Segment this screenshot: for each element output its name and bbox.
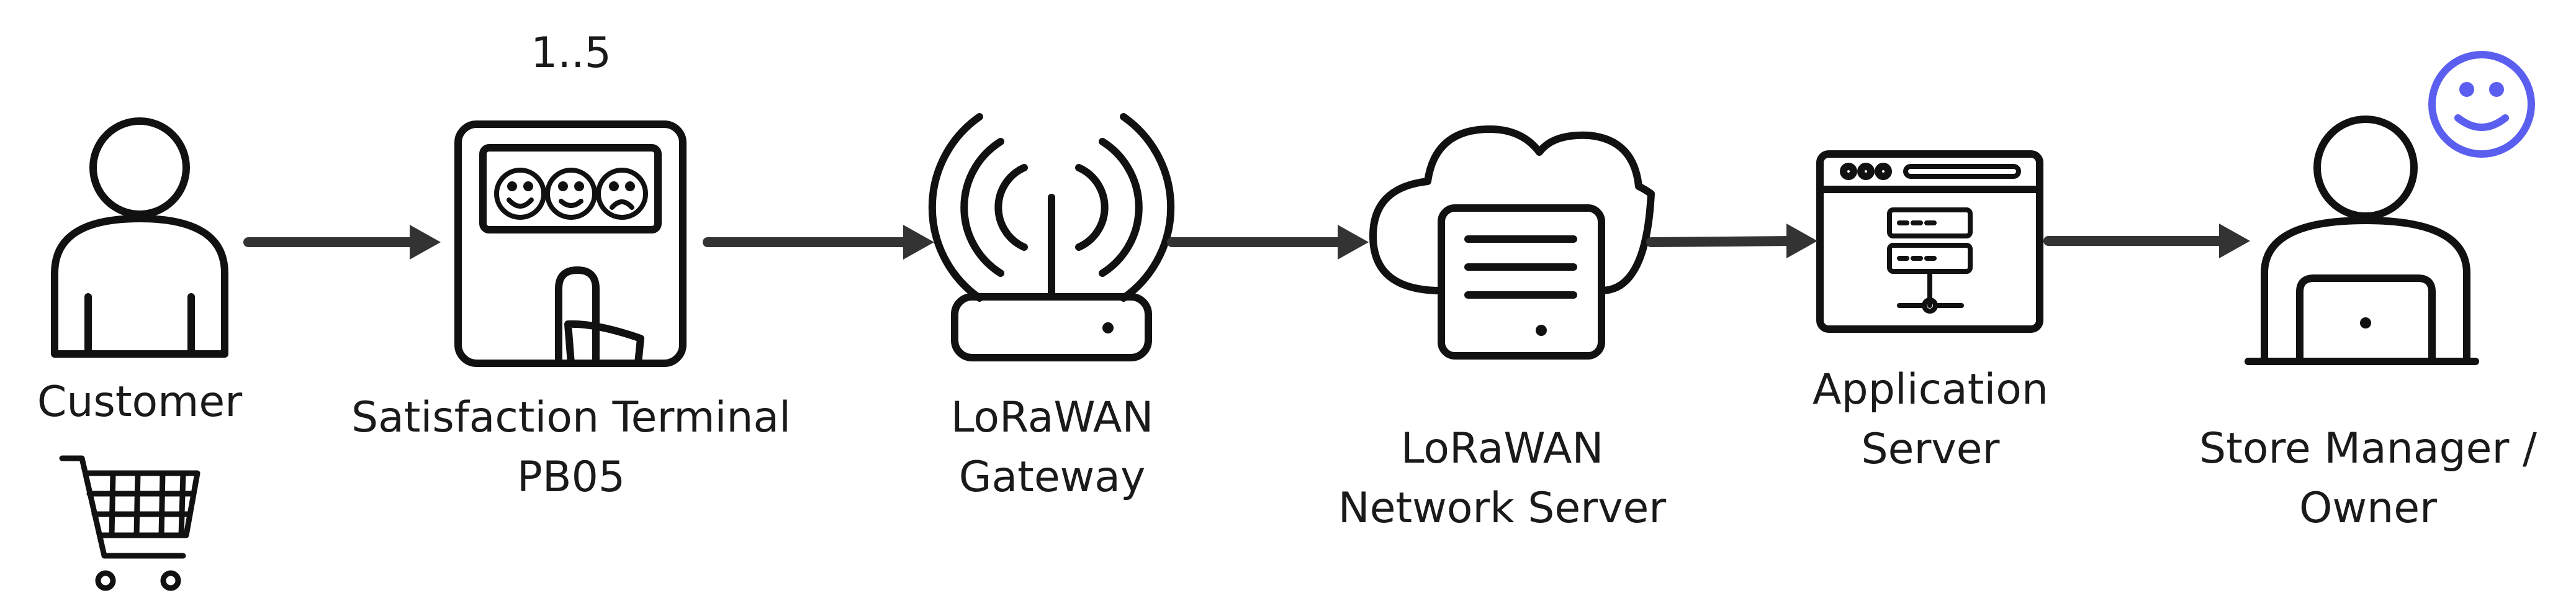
network-server-icon (1438, 204, 1605, 360)
network-server-label: LoRaWAN Network Server (1316, 419, 1688, 538)
smiley-happy-icon (494, 168, 546, 220)
terminal-label: Satisfaction Terminal PB05 (348, 388, 795, 507)
gateway-label-line1: LoRaWAN (950, 393, 1154, 442)
network-server-label-line1: LoRaWAN (1400, 424, 1604, 473)
arrow-gateway-to-network-server (1167, 225, 1369, 260)
customer-label: Customer (37, 378, 243, 427)
network-server-led-icon (1536, 325, 1547, 336)
happy-face-icon (2428, 51, 2535, 158)
terminal-scale-label: 1..5 (531, 29, 611, 78)
terminal-label-line2: PB05 (516, 453, 626, 502)
gateway-label: LoRaWAN Gateway (897, 388, 1207, 507)
gateway-label-line2: Gateway (958, 453, 1146, 502)
network-server-label-line2: Network Server (1338, 484, 1667, 533)
arrow-network-server-to-app-server (1646, 224, 1817, 258)
arrow-customer-to-terminal (243, 225, 441, 260)
owner-label-line1: Store Manager / (2199, 424, 2537, 473)
arrow-app-server-to-owner (2043, 224, 2250, 258)
cloud-icon (1369, 125, 1655, 294)
database-server-icon (1887, 207, 1973, 314)
smiley-sad-icon (596, 168, 648, 220)
gateway-icon (928, 113, 1175, 361)
laptop-logo-icon (2360, 317, 2371, 328)
smiley-neutral-icon (545, 168, 597, 220)
app-server-label: Application Server (1775, 360, 2086, 479)
shopping-cart-icon (59, 455, 200, 591)
owner-label: Store Manager / Owner (2185, 419, 2551, 538)
satisfaction-terminal-icon (454, 120, 687, 367)
terminal-label-line1: Satisfaction Terminal (351, 393, 791, 442)
arrow-terminal-to-gateway (703, 225, 934, 260)
app-server-label-line2: Server (1861, 425, 2000, 474)
owner-label-line2: Owner (2299, 484, 2438, 533)
application-server-icon (1816, 150, 2043, 333)
gateway-led-icon (1102, 322, 1114, 333)
customer-icon (51, 117, 228, 358)
app-server-label-line1: Application (1813, 365, 2048, 414)
